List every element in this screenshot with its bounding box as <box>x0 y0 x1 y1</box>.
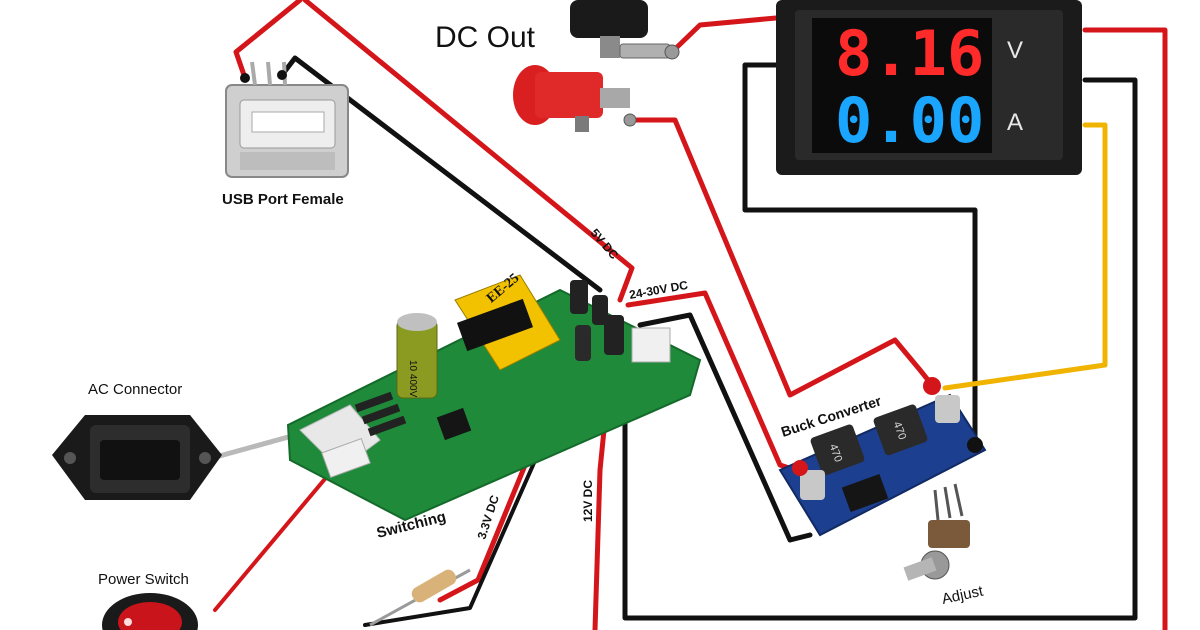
wire-red-usb-to-board <box>233 0 303 81</box>
power-switch-label: Power Switch <box>98 571 189 588</box>
electrolytic-capacitor: 10 400V <box>396 313 438 399</box>
label-5v-dc: 5V DC <box>588 226 622 262</box>
resistor <box>369 568 471 627</box>
wire-red-meter-right <box>1082 27 1168 630</box>
usb-port-female <box>225 61 349 178</box>
usb-port-label: USB Port Female <box>222 191 344 208</box>
meter-current-unit: A <box>1007 109 1023 136</box>
meter-voltage-reading: 8.16 <box>835 17 984 90</box>
switching-power-supply-board: EE-25 10 400V <box>286 271 702 522</box>
adjust-label: Adjust <box>940 582 985 607</box>
adjust-potentiometer <box>903 483 970 581</box>
meter-current-reading: 0.00 <box>835 84 984 157</box>
power-switch <box>102 593 198 630</box>
black-binding-post <box>570 0 680 60</box>
wire-black-board-to-buck <box>637 312 813 543</box>
label-12v-dc: 12V DC <box>581 480 595 522</box>
capacitor-marking: 10 400V <box>407 360 418 398</box>
wire-red-terminal-to-meter <box>669 15 779 55</box>
volt-amp-meter <box>776 0 1082 175</box>
wire-red-switch <box>213 453 347 612</box>
inductor-right-marking: 470 <box>891 420 909 441</box>
wire-red-top-long <box>302 0 635 303</box>
ac-connector <box>52 415 222 500</box>
wire-yellow-meter-to-buck <box>942 122 1108 391</box>
wire-black-meter-loop <box>742 62 978 448</box>
inductor-left-marking: 470 <box>827 442 845 463</box>
wire-black-meter-right <box>622 77 1138 621</box>
wire-black-usb-to-5v <box>279 55 603 293</box>
wire-red-dcout-to-buck <box>627 117 935 398</box>
buck-converter-board: 470 470 <box>778 377 987 537</box>
ac-connector-label: AC Connector <box>88 381 182 398</box>
meter-voltage-unit: V <box>1007 37 1023 64</box>
red-binding-post <box>513 65 637 132</box>
dc-out-label: DC Out <box>435 21 536 54</box>
